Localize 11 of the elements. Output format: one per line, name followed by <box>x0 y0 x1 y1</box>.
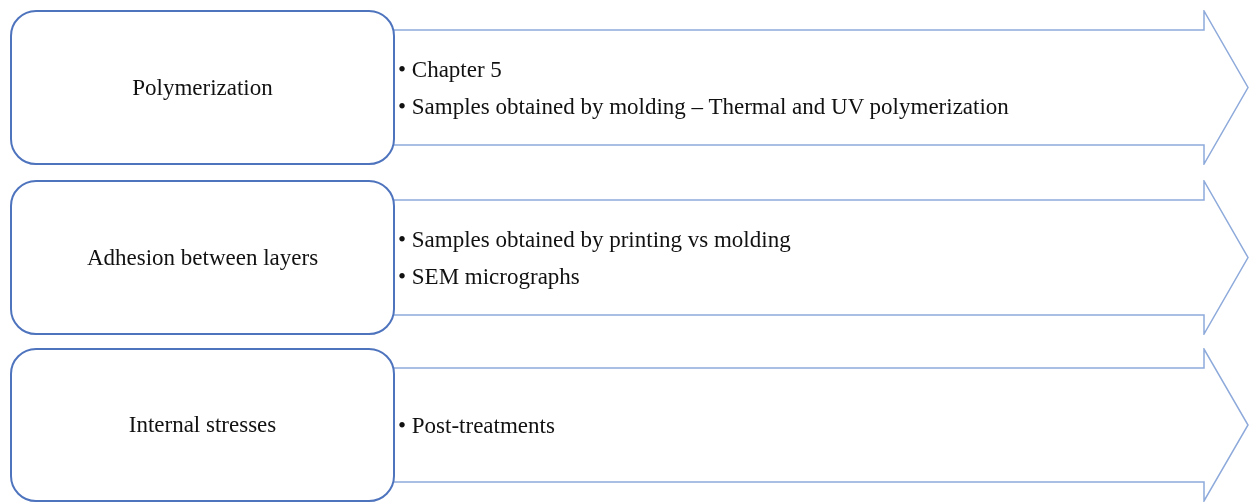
bullet-item: • Chapter 5 <box>398 55 502 84</box>
bullet-item: • Samples obtained by printing vs molding <box>398 225 791 254</box>
rounded-box <box>10 180 395 335</box>
box-label: Adhesion between layers <box>86 244 319 271</box>
rounded-box <box>10 348 395 502</box>
box-label: Polymerization <box>132 74 273 101</box>
bullet-item: • Samples obtained by molding – Thermal and UV polymerization <box>398 92 1009 121</box>
bullet-item: • Post-treatments <box>398 411 555 440</box>
bullet-item: • SEM micrographs <box>398 262 580 291</box>
box-label: Internal stresses <box>128 412 277 438</box>
rounded-box <box>10 10 395 165</box>
